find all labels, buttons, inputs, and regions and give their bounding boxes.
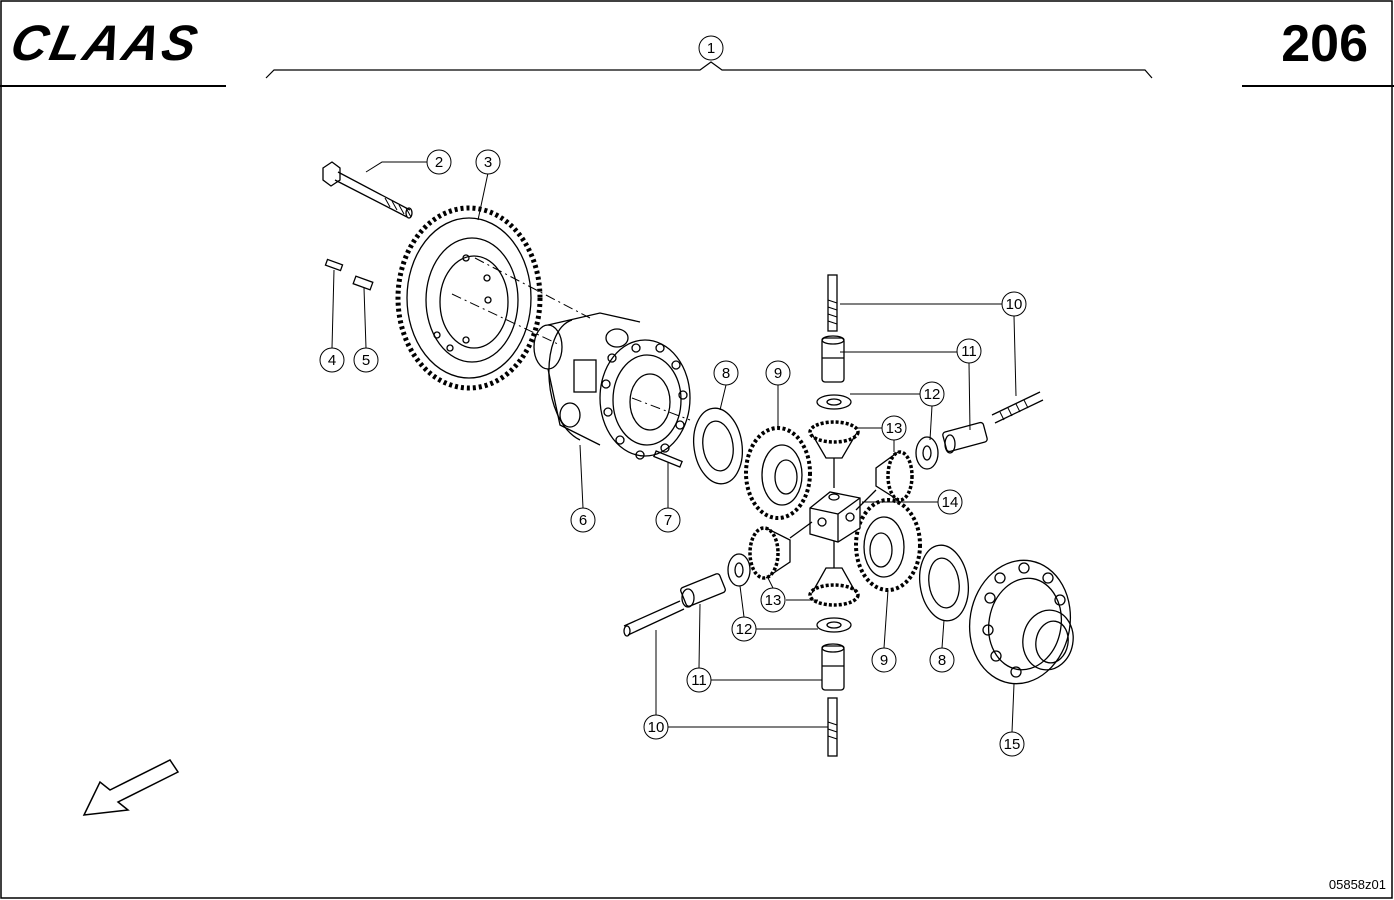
callout-label: 14 <box>942 494 959 511</box>
drawing-code: 05858z01 <box>1328 877 1386 892</box>
side-gear-part-9-lower <box>854 498 922 592</box>
callout-label: 4 <box>328 352 336 369</box>
washer-part-12-left <box>727 553 751 587</box>
direction-arrow-icon <box>82 759 180 816</box>
assembly-bracket <box>265 61 1153 79</box>
callout-label: 10 <box>648 719 665 736</box>
callout-15: 15 <box>999 731 1025 757</box>
callout-12-lower: 12 <box>731 616 757 642</box>
pinion-gear-part-13-top <box>808 420 860 488</box>
washer-part-12-top <box>816 394 852 410</box>
callout-9-upper: 9 <box>765 360 791 386</box>
callout-6: 6 <box>570 507 596 533</box>
callout-13-upper: 13 <box>881 415 907 441</box>
callout-11-upper: 11 <box>956 338 982 364</box>
thrust-washer-part-8-upper <box>693 407 743 485</box>
callout-label: 10 <box>1006 296 1023 313</box>
callout-label: 15 <box>1004 736 1021 753</box>
bolt-part-10-left <box>623 600 685 637</box>
washer-part-12-bottom <box>816 617 852 633</box>
side-gear-part-9-upper <box>744 426 812 520</box>
callout-label: 9 <box>880 652 888 669</box>
leader-lines <box>331 161 1017 733</box>
pin-part-7 <box>653 450 683 468</box>
sleeve-part-11-right <box>942 421 988 454</box>
callout-10-upper: 10 <box>1001 291 1027 317</box>
pin-part-4 <box>324 258 344 272</box>
callout-8-upper: 8 <box>713 360 739 386</box>
callout-14: 14 <box>937 489 963 515</box>
callout-label: 13 <box>765 592 782 609</box>
axis-line-1 <box>474 257 591 319</box>
bolt-part-10-bottom <box>827 697 838 757</box>
callout-label: 11 <box>691 672 707 689</box>
callout-9-lower: 9 <box>871 647 897 673</box>
callout-label: 12 <box>924 386 941 403</box>
callout-3: 3 <box>475 149 501 175</box>
housing-part-6 <box>533 312 691 460</box>
callout-7: 7 <box>655 507 681 533</box>
pin-part-5 <box>352 275 374 291</box>
sleeve-part-11-bottom <box>821 643 845 691</box>
spider-block-part-14 <box>789 489 877 543</box>
callout-8-lower: 8 <box>929 647 955 673</box>
callout-label: 13 <box>886 420 903 437</box>
callout-4: 4 <box>319 347 345 373</box>
bolt-part-10-right <box>991 391 1044 424</box>
thrust-washer-part-8-lower <box>919 544 969 622</box>
pinion-gear-part-13-bottom <box>808 540 860 607</box>
callout-label: 8 <box>938 652 946 669</box>
sleeve-part-11-left <box>680 573 726 608</box>
callout-label: 3 <box>484 154 492 171</box>
washer-part-12-right <box>915 436 939 470</box>
bolt-part-10-top <box>827 274 838 332</box>
callout-label: 12 <box>736 621 753 638</box>
callout-label: 7 <box>664 512 672 529</box>
callout-label: 1 <box>707 40 715 57</box>
callout-label: 8 <box>722 365 730 382</box>
callout-10-lower: 10 <box>643 714 669 740</box>
ring-gear-part-3 <box>395 205 543 391</box>
pinion-gear-part-13-right <box>875 450 914 502</box>
end-cover-part-15 <box>968 559 1074 685</box>
callout-label: 5 <box>362 352 370 369</box>
callout-label: 9 <box>774 365 782 382</box>
pinion-gear-part-13-left <box>748 526 791 580</box>
callout-1: 1 <box>698 35 724 61</box>
page-number: 206 <box>1281 15 1368 73</box>
callout-13-lower: 13 <box>760 587 786 613</box>
sleeve-part-11-top <box>821 335 845 383</box>
callout-label: 6 <box>579 512 587 529</box>
callout-11-lower: 11 <box>686 667 712 693</box>
bolt-part-2 <box>322 161 413 219</box>
callout-12-upper: 12 <box>919 381 945 407</box>
callout-2: 2 <box>426 149 452 175</box>
callout-label: 2 <box>435 154 443 171</box>
callout-label: 11 <box>961 343 977 360</box>
callout-5: 5 <box>353 347 379 373</box>
